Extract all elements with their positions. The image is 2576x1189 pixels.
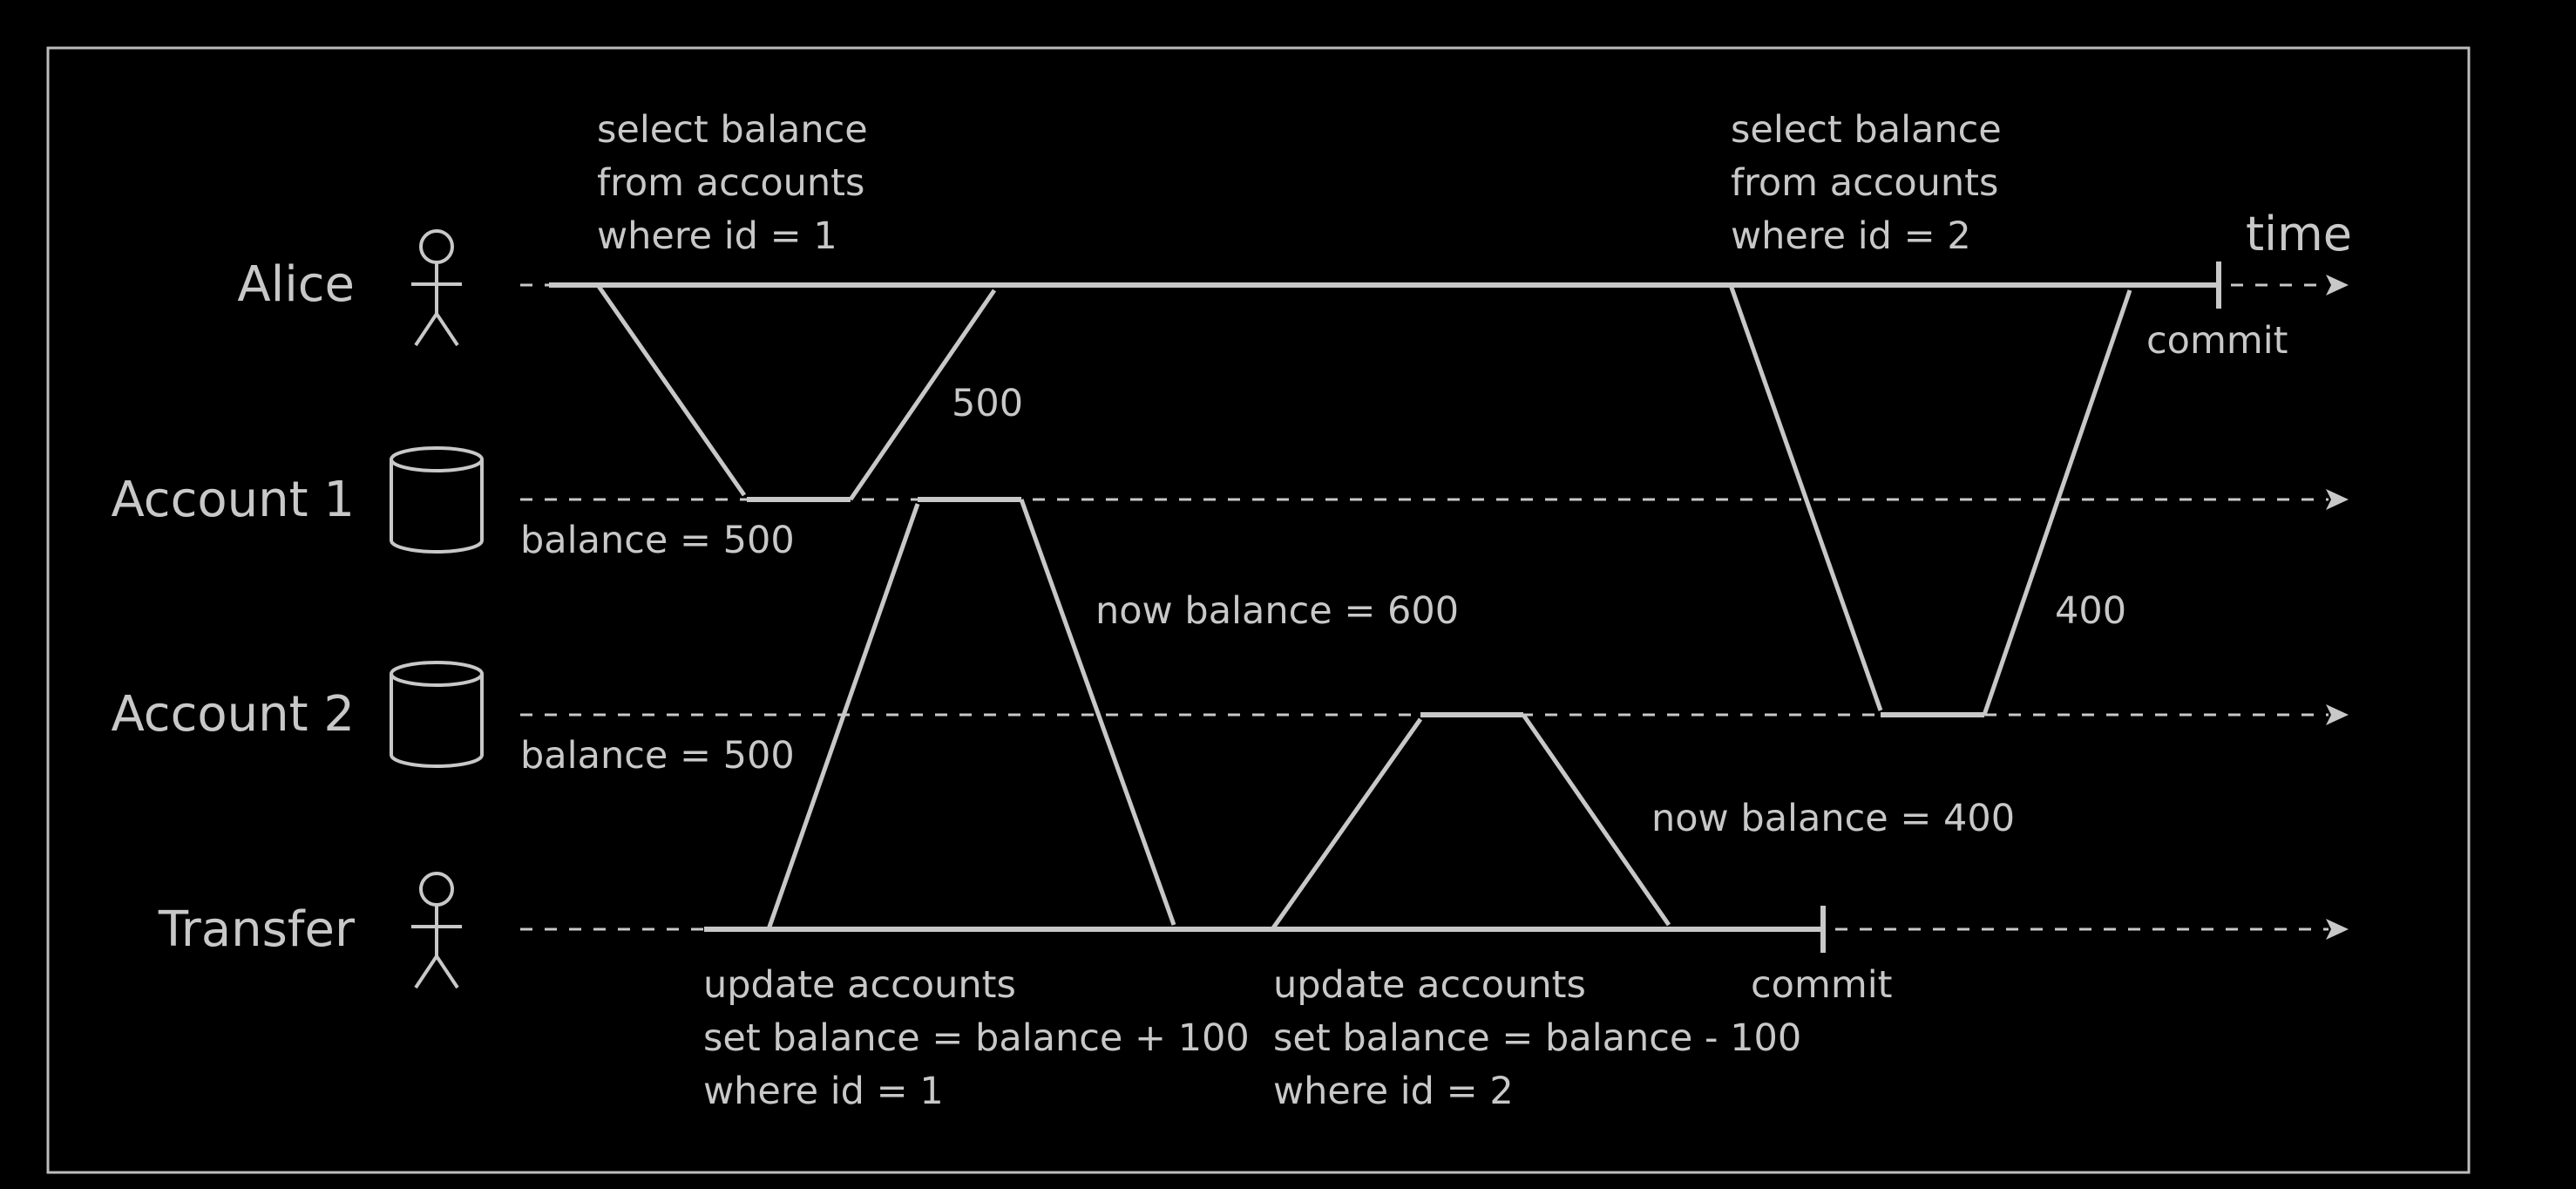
update-line: update accounts xyxy=(703,963,1016,1007)
database-icon xyxy=(390,661,484,768)
diagram-frame xyxy=(46,46,2471,1174)
alice-commit-label: commit xyxy=(2146,319,2288,363)
lane-label-transfer: Transfer xyxy=(158,901,356,958)
alice-query-1-arrow xyxy=(595,283,747,497)
person-icon xyxy=(411,872,462,989)
person-icon xyxy=(411,229,462,347)
alice-timeline xyxy=(520,262,2349,309)
account-2-timeline xyxy=(520,704,2349,725)
alice-query-2-text: select balance from accounts where id = … xyxy=(1731,108,2013,258)
account-2-balance-label: balance = 500 xyxy=(520,734,795,778)
query-line: select balance xyxy=(597,108,868,152)
alice-query-2-arrow xyxy=(1728,284,1883,711)
result-400-label: 400 xyxy=(2055,589,2126,633)
account-1-timeline xyxy=(520,489,2349,510)
result-500-label: 500 xyxy=(952,382,1023,425)
account-2-ack-arrow xyxy=(1521,713,1671,927)
update-line: where id = 2 xyxy=(1273,1070,1514,1113)
time-label: time xyxy=(2246,207,2352,262)
database-icon xyxy=(390,446,484,554)
query-line: from accounts xyxy=(1731,161,1998,205)
account-2-result-arrow xyxy=(1982,289,2132,716)
account-1-balance-label: balance = 500 xyxy=(520,519,795,562)
transfer-update-2-arrow xyxy=(1270,717,1423,931)
transfer-commit-label: commit xyxy=(1751,963,1893,1007)
transfer-update-1-arrow xyxy=(766,503,920,930)
lane-label-alice: Alice xyxy=(237,256,355,313)
account-1-result-arrow xyxy=(848,289,997,501)
lane-label-account-1: Account 1 xyxy=(111,472,355,528)
update-line: set balance = balance + 100 xyxy=(703,1016,1250,1060)
query-line: from accounts xyxy=(597,161,864,205)
query-line: where id = 1 xyxy=(597,214,837,258)
query-line: where id = 2 xyxy=(1731,214,1971,258)
account-1-ack-arrow xyxy=(1019,499,1176,926)
lane-label-account-2: Account 2 xyxy=(111,686,355,743)
account-1-new-balance-label: now balance = 600 xyxy=(1095,589,1459,633)
transfer-timeline xyxy=(520,906,2349,953)
update-line: update accounts xyxy=(1273,963,1586,1007)
transfer-update-2-text: update accounts set balance = balance - … xyxy=(1273,963,1813,1113)
account-2-new-balance-label: now balance = 400 xyxy=(1651,797,2015,840)
alice-query-1-text: select balance from accounts where id = … xyxy=(597,108,879,258)
transfer-update-1-text: update accounts set balance = balance + … xyxy=(703,963,1261,1113)
update-line: set balance = balance - 100 xyxy=(1273,1016,1801,1060)
query-line: select balance xyxy=(1731,108,2002,152)
update-line: where id = 1 xyxy=(703,1070,944,1113)
